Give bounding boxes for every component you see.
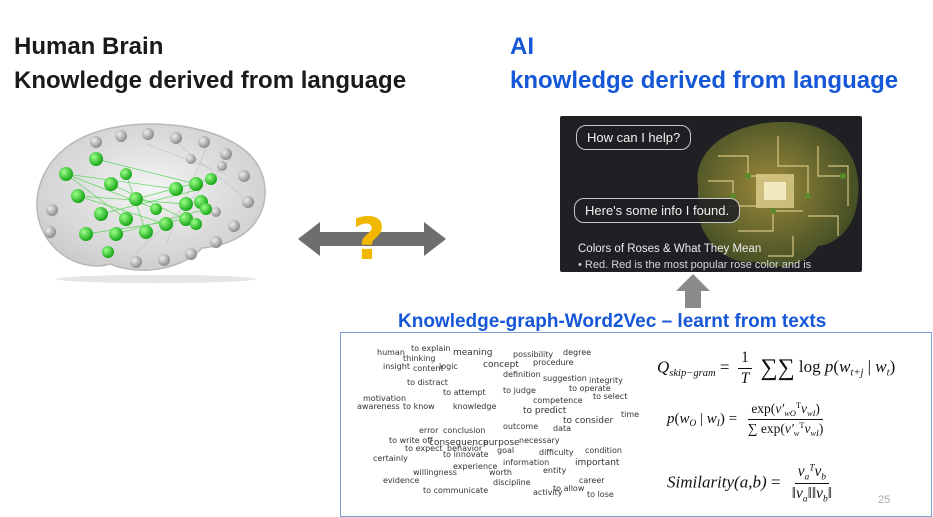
word-cloud-term: conclusion [443,426,486,435]
word-cloud-term: to predict [523,406,567,416]
word-cloud-term: experience [453,462,498,471]
word-cloud-term: error [419,426,439,435]
word-cloud-term: to operate [569,384,611,393]
word-cloud-term: possibility [513,350,554,359]
word-cloud-term: motivation [363,394,407,403]
left-heading-line2: Knowledge derived from language [14,67,407,94]
word-cloud-term: consequence [429,438,489,448]
word-cloud-term: procedure [533,358,574,367]
word-cloud-term: integrity [589,376,623,385]
word-cloud-term: willingness [413,468,457,477]
word-cloud-term: condition [585,446,622,455]
up-arrow-icon [676,274,710,308]
chat-result-line: • Red. Red is the most popular rose colo… [578,259,812,271]
word-cloud-term: to allow [553,484,585,493]
word-cloud-term: to attempt [443,388,486,397]
formula-subscript: skip−gram [669,368,716,380]
right-heading: AI knowledge derived from language [510,30,898,98]
word-cloud-term: to innovate [443,450,489,459]
brain-network-image [36,123,266,283]
word-cloud-term: awareness [357,402,400,411]
word-cloud-term: human [377,348,405,357]
word-cloud-term: discipline [493,478,531,487]
knowledge-graph-panel: meaning concept possibility degree defin… [340,332,932,517]
knowledge-graph-title: Knowledge-graph-Word2Vec – learnt from t… [398,311,827,332]
word-cloud-term: thinking [403,354,436,363]
word-cloud-term: outcome [503,422,539,431]
word-cloud-term: competence [533,396,583,405]
right-heading-line1: AI [510,33,534,60]
word-cloud-term: goal [497,446,515,455]
word-cloud-term: worth [489,468,512,477]
right-heading-line2: knowledge derived from language [510,67,899,94]
word-cloud-term: career [579,476,605,485]
chat-result-title: Colors of Roses & What They Mean [578,243,762,255]
word-cloud-term: concept [483,360,519,370]
word-cloud-term: logic [439,362,458,371]
chat-answer-bubble: Here's some info I found. [574,198,741,223]
word-cloud-term: information [503,458,550,467]
left-heading: Human Brain Knowledge derived from langu… [14,30,406,98]
word-cloud-term: entity [543,466,567,475]
word-cloud-term: necessary [519,436,560,445]
ai-chat-panel: How can I help? Here's some info I found… [560,116,862,272]
word-cloud-term: purpose [483,438,520,448]
double-arrow-icon [298,222,446,256]
similarity-lhs: Similarity(a,b) [667,472,767,492]
word-cloud-term: suggestion [543,374,587,383]
question-mark: ? [352,205,386,273]
word-cloud-term: knowledge [453,402,497,411]
page-number: 25 [878,494,891,506]
word-cloud-term: to expect [405,444,443,453]
softmax-formula: p(wO | wI) = exp(v′wOTvwI) ∑ exp(v′wTvwI… [667,401,824,438]
word-cloud-term: activity [533,488,563,497]
word-cloud-term: content [413,364,444,373]
word-cloud-term: to explain [411,344,451,353]
word-cloud-term: degree [563,348,592,357]
word-cloud-term: to judge [503,386,536,395]
word-cloud-term: to distract [407,378,448,387]
left-heading-line1: Human Brain [14,33,164,60]
word-cloud-term: evidence [383,476,420,485]
green-nodes [59,152,217,258]
word-cloud-term: data [553,424,572,433]
word-cloud-term: time [621,410,640,419]
word-cloud: meaning concept possibility degree defin… [343,335,639,511]
word-cloud-term: insight [383,362,410,371]
formula-lhs: Q [657,357,670,377]
word-cloud-term: to communicate [423,486,489,495]
word-cloud-term: definition [503,370,541,379]
word-cloud-term: behavior [447,444,483,453]
circuit-brain-image [697,121,859,267]
word-cloud-term: to write off [389,436,433,445]
similarity-formula: Similarity(a,b) = vaTvb ‖va‖‖vb‖ [667,463,832,505]
word-cloud-term: important [575,458,620,468]
word-cloud-term: difficulty [539,448,574,457]
chat-question-bubble: How can I help? [576,125,692,150]
word-cloud-term: to know [403,402,435,411]
word-cloud-term: to lose [587,490,614,499]
word-cloud-term: meaning [453,348,493,358]
word-cloud-term: to consider [563,416,614,426]
word-cloud-term: certainly [373,454,408,463]
word-cloud-term: to select [593,392,628,401]
gray-nodes [44,128,254,268]
